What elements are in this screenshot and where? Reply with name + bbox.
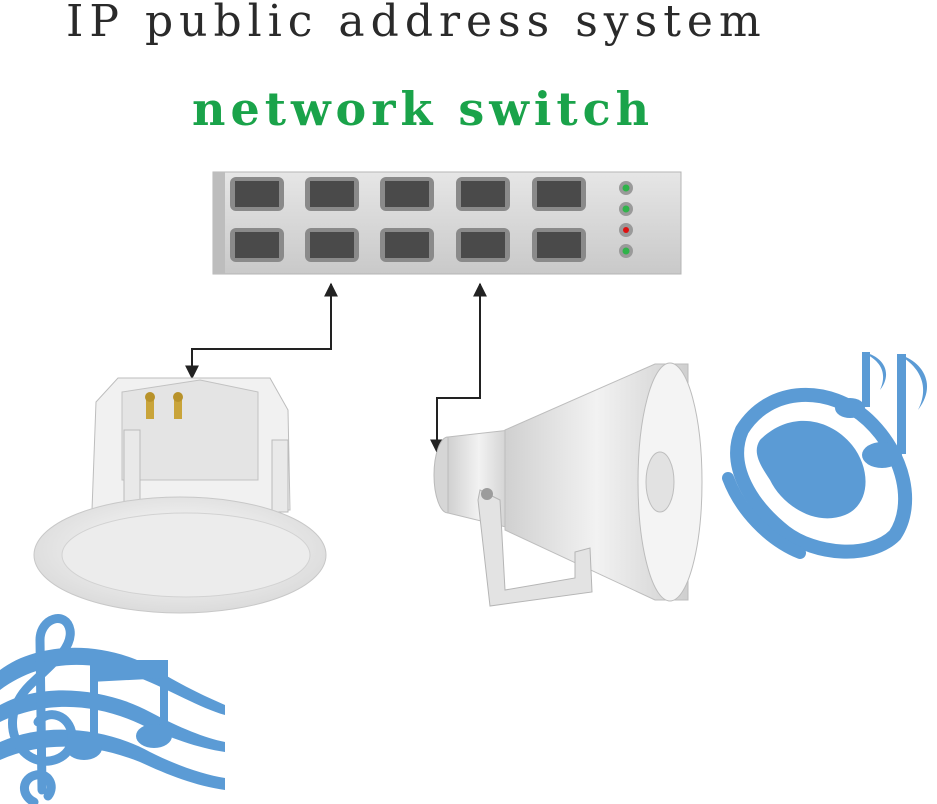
diagram-title: IP public address system: [66, 0, 767, 47]
horn-speaker-icon: [433, 362, 703, 607]
connection-arrow-left: [185, 282, 338, 380]
ceiling-speaker-icon: [33, 377, 327, 614]
network-switch-icon: [212, 171, 682, 275]
switch-ports: [230, 177, 586, 262]
speaker-music-icon: [722, 352, 928, 559]
status-leds: [619, 181, 633, 258]
connection-arrow-right: [430, 282, 487, 454]
music-notes-icon: [0, 614, 225, 804]
switch-label: network switch: [192, 82, 655, 136]
